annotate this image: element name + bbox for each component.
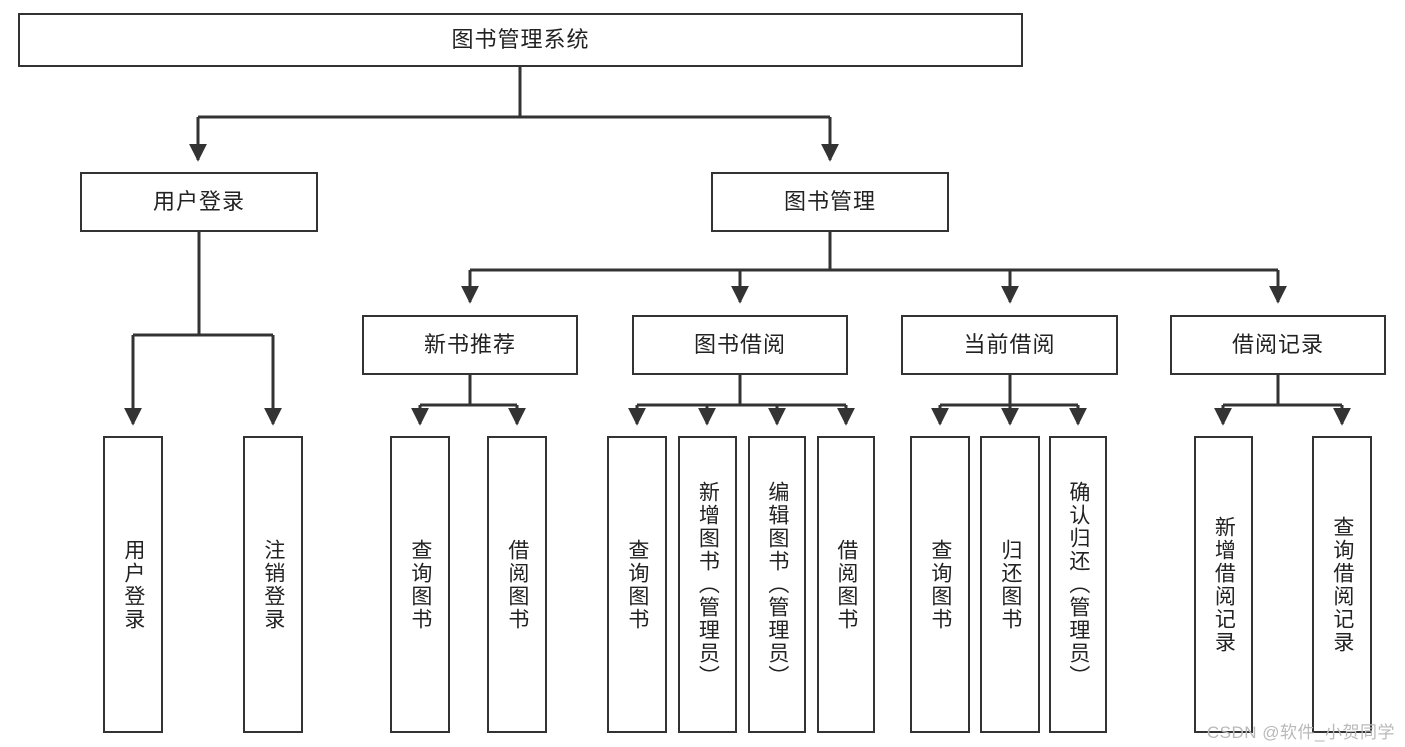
leaf-query-book-2-label: 查询图书 <box>625 538 649 631</box>
leaf-borrow-book-1-label: 借阅图书 <box>505 538 529 631</box>
leaf-add-book-admin[interactable]: 新增图书（管理员） <box>678 436 737 733</box>
node-new-book-recommend-label: 新书推荐 <box>423 331 516 357</box>
node-current-borrow[interactable]: 当前借阅 <box>901 315 1118 375</box>
watermark-text: CSDN @软件_小贺同学 <box>1206 723 1395 742</box>
leaf-query-book-3[interactable]: 查询图书 <box>910 436 970 733</box>
leaf-query-book-3-label: 查询图书 <box>928 538 952 631</box>
leaf-edit-book-admin-label: 编辑图书（管理员） <box>765 481 789 688</box>
leaf-logout[interactable]: 注销登录 <box>243 436 303 733</box>
leaf-query-book-2[interactable]: 查询图书 <box>607 436 667 733</box>
node-root[interactable]: 图书管理系统 <box>18 13 1023 67</box>
node-borrow-record-label: 借阅记录 <box>1231 331 1324 357</box>
leaf-return-book[interactable]: 归还图书 <box>980 436 1040 733</box>
node-new-book-recommend[interactable]: 新书推荐 <box>362 315 578 375</box>
leaf-confirm-return-admin-label: 确认归还（管理员） <box>1066 481 1090 688</box>
leaf-query-borrow-record[interactable]: 查询借阅记录 <box>1312 436 1372 733</box>
leaf-user-login-label: 用户登录 <box>121 538 145 631</box>
node-user-login-label: 用户登录 <box>152 188 245 214</box>
node-user-login[interactable]: 用户登录 <box>80 172 318 232</box>
leaf-confirm-return-admin[interactable]: 确认归还（管理员） <box>1049 436 1107 733</box>
leaf-query-book-1-label: 查询图书 <box>408 538 432 631</box>
node-root-label: 图书管理系统 <box>451 26 590 52</box>
node-borrow-record[interactable]: 借阅记录 <box>1170 315 1386 375</box>
leaf-borrow-book-2[interactable]: 借阅图书 <box>817 436 875 733</box>
leaf-add-book-admin-label: 新增图书（管理员） <box>696 481 720 688</box>
leaf-borrow-book-1[interactable]: 借阅图书 <box>487 436 547 733</box>
leaf-edit-book-admin[interactable]: 编辑图书（管理员） <box>748 436 806 733</box>
leaf-borrow-book-2-label: 借阅图书 <box>834 538 858 631</box>
node-book-borrow-label: 图书借阅 <box>693 331 786 357</box>
leaf-query-borrow-record-label: 查询借阅记录 <box>1330 515 1354 654</box>
node-book-management[interactable]: 图书管理 <box>711 172 949 232</box>
node-current-borrow-label: 当前借阅 <box>963 331 1056 357</box>
leaf-return-book-label: 归还图书 <box>998 538 1022 631</box>
leaf-user-login[interactable]: 用户登录 <box>103 436 163 733</box>
leaf-logout-label: 注销登录 <box>261 538 285 631</box>
leaf-query-book-1[interactable]: 查询图书 <box>390 436 450 733</box>
leaf-add-borrow-record[interactable]: 新增借阅记录 <box>1194 436 1253 733</box>
node-book-borrow[interactable]: 图书借阅 <box>632 315 848 375</box>
leaf-add-borrow-record-label: 新增借阅记录 <box>1212 515 1236 654</box>
node-book-management-label: 图书管理 <box>783 188 876 214</box>
